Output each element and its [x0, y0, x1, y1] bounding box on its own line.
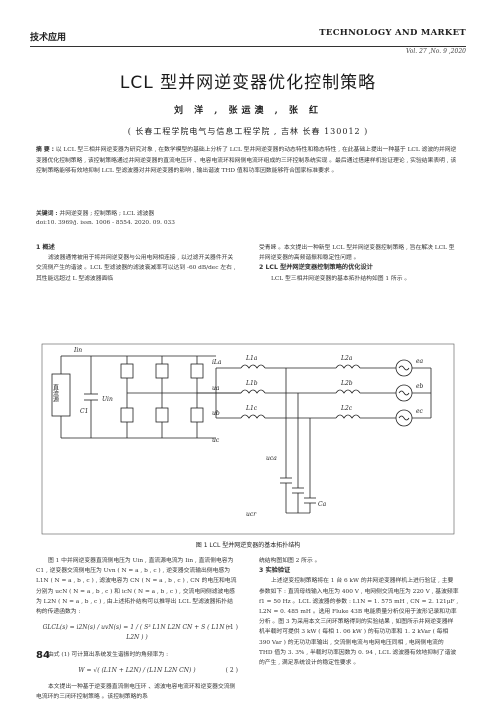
label-l2b: L2b: [340, 380, 353, 387]
section-1-text-cont: 受青睐 。本文提出一种新型 LCL 型并网逆变器控制策略 , 旨在解决 LCL …: [259, 245, 455, 262]
label-ucr: ucr: [246, 511, 257, 518]
equation-2-number: ( 2 ): [225, 666, 238, 674]
page-number: 84: [36, 650, 50, 661]
abstract-text: 以 LCL 型三相并网逆变器为研究对象 , 在数学模型的基础上分析了 LCL 型…: [36, 147, 457, 175]
running-header: 技术应用 TECHNOLOGY AND MARKET: [30, 26, 466, 47]
label-l1c: L1c: [245, 405, 258, 412]
equation-1: GLCL(s) = i2N(s) / uvN(s) = 1 / ( S³ L1N…: [36, 623, 238, 643]
label-iin: Iin: [73, 347, 82, 354]
label-ila: iLa: [212, 359, 222, 366]
label-l2a: L2a: [340, 355, 353, 362]
keywords: 关键词 : 并网逆变器 ; 控制策略 ; LCL 滤波器: [36, 208, 460, 217]
label-ea: ea: [416, 358, 424, 365]
label-ua: ua: [212, 385, 220, 392]
label-ca: Ca: [318, 501, 327, 508]
column-right-top: 受青睐 。本文提出一种新型 LCL 型并网逆变器控制策略 , 旨在解决 LCL …: [259, 243, 459, 284]
column-left-bottom: 图 1 中并网逆变器直流侧电压为 Uin , 直流源电流为 Iin , 直流侧电…: [36, 556, 238, 702]
equation-1-body: GLCL(s) = i2N(s) / uvN(s) = 1 / ( S³ L1N…: [42, 624, 232, 642]
body-text-1: 图 1 中并网逆变器直流侧电压为 Uin , 直流源电流为 Iin , 直流侧电…: [36, 558, 237, 616]
abstract: 摘 要 : 以 LCL 型三相并网逆变器为研究对象 , 在数学模型的基础上分析了…: [36, 145, 460, 177]
body-text-2: 由式 (1) 可计算出系统发生谐振时的角频率为 :: [48, 651, 169, 658]
label-uc: uc: [212, 437, 220, 444]
column-left-top: 1 概述 滤波器通常被用于将并网逆变器与公用电网相连接 , 以过滤开关器件开关交…: [36, 243, 236, 284]
inductors-l2: [335, 364, 361, 419]
label-l1b: L1b: [245, 380, 258, 387]
equation-1-number: ( 1 ): [225, 624, 238, 632]
equation-2: W = √( (L1N + L2N) / (L1N L2N CN) ) ( 2 …: [36, 666, 238, 676]
journal-name: TECHNOLOGY AND MARKET: [319, 28, 466, 38]
authors: 刘 洋 , 张运澳 , 张 红: [173, 106, 323, 116]
section-2-text: LCL 型三相并网逆变器的基本拓扑结构如图 1 所示 。: [271, 275, 411, 282]
inverter-bridge: [120, 356, 204, 438]
body-text-5: 上述逆变控制策略将在 1 台 6 kW 的并网逆变器样机上进行验证 , 主要参数…: [259, 578, 459, 667]
filter-capacitors: [280, 368, 316, 514]
label-ec: ec: [416, 408, 424, 415]
doi: doi:10. 3969/j. issn. 1006 - 8554. 2020.…: [36, 220, 175, 226]
inductors-l1: [240, 364, 266, 419]
abstract-label: 摘 要 :: [36, 147, 54, 153]
section-1-text: 滤波器通常被用于将并网逆变器与公用电网相连接 , 以过滤开关器件开关交流侧产生的…: [36, 255, 236, 282]
label-l1a: L1a: [245, 355, 258, 362]
label-eb: eb: [416, 383, 424, 390]
section-label: 技术应用: [30, 33, 67, 43]
paper-title: LCL 型并网逆变器优化控制策略: [119, 73, 377, 93]
column-right-bottom: 统结构图如图 2 所示 。 3 实验验证 上述逆变控制策略将在 1 台 6 kW…: [259, 556, 459, 668]
body-text-4: 统结构图如图 2 所示 。: [259, 558, 321, 564]
label-uca: uca: [266, 455, 277, 462]
equation-2-body: W = √( (L1N + L2N) / (L1N L2N CN) ): [78, 666, 196, 674]
body-text-3: 本文提出一种基于逆变器直流侧电压环 、滤波电容电流环和逆变器交流侧电流环的三闭环…: [36, 684, 236, 701]
grid-sources: [395, 359, 432, 427]
section-1-title: 1 概述: [36, 244, 55, 251]
label-uin: Uin: [102, 396, 113, 403]
label-c1: C1: [80, 408, 88, 415]
keywords-label: 关键词 :: [36, 211, 58, 217]
keywords-text: 并网逆变器 ; 控制策略 ; LCL 滤波器: [59, 211, 155, 217]
dc-source-label: 直流源: [52, 383, 59, 403]
affiliation: ( 长春工程学院电气与信息工程学院 , 吉林 长春 130012 ): [127, 127, 369, 136]
section-3-title: 3 实验验证: [259, 567, 291, 575]
figure-1-caption: 图 1 LCL 型并网逆变器的基本拓扑结构: [195, 542, 301, 549]
volume-info: Vol. 27 ,No. 9 ,2020: [405, 48, 466, 55]
figure-1-circuit: 直流源 Iin C1 Uin iLa ua ub uc L1a L1b L1c …: [41, 343, 455, 535]
label-ub: ub: [212, 410, 220, 417]
label-l2c: L2c: [340, 405, 353, 412]
section-2-title: 2 LCL 型并网逆变器控制策略的优化设计: [259, 264, 373, 272]
